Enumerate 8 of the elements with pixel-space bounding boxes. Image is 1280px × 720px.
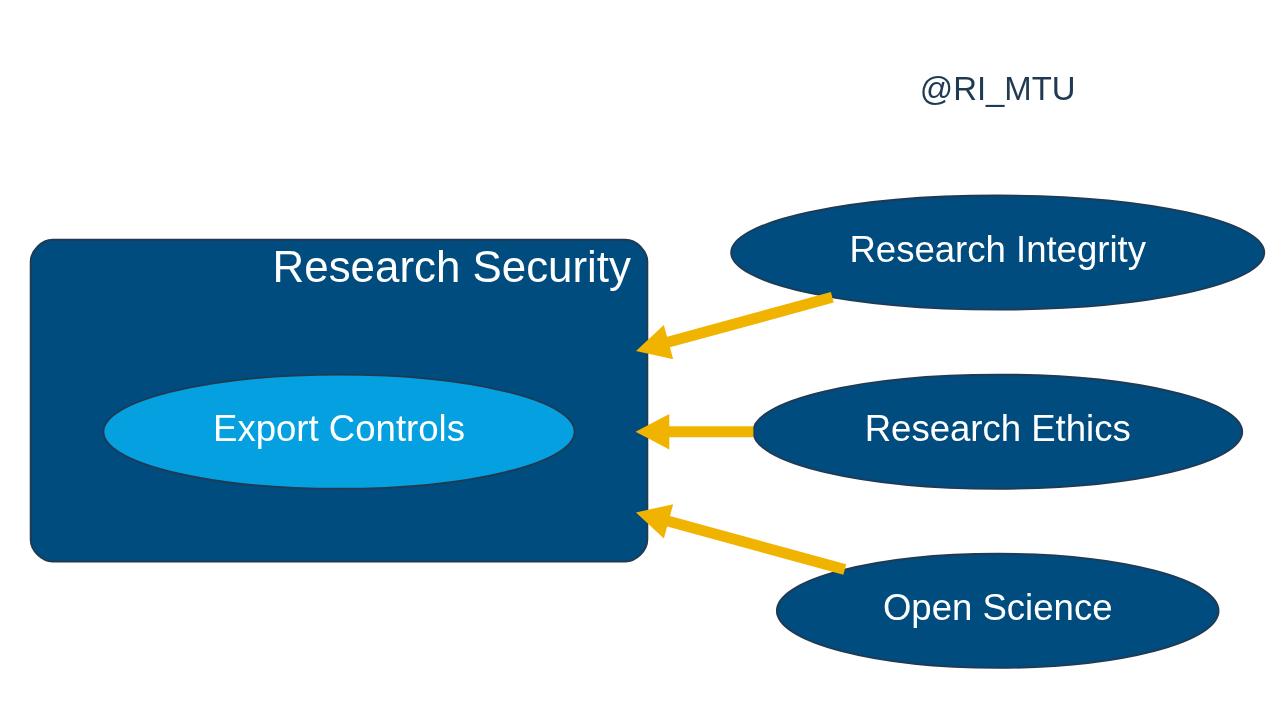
node-ellipse: Research Ethics: [752, 373, 1244, 490]
arrow: [635, 413, 754, 449]
node-ellipse: Export Controls: [102, 373, 576, 490]
node-ellipse: Research Integrity: [730, 194, 1266, 311]
node-ellipse: Open Science: [775, 552, 1220, 669]
label: @RI_MTU: [919, 69, 1076, 107]
arrow: [635, 291, 834, 359]
arrow: [635, 503, 847, 575]
